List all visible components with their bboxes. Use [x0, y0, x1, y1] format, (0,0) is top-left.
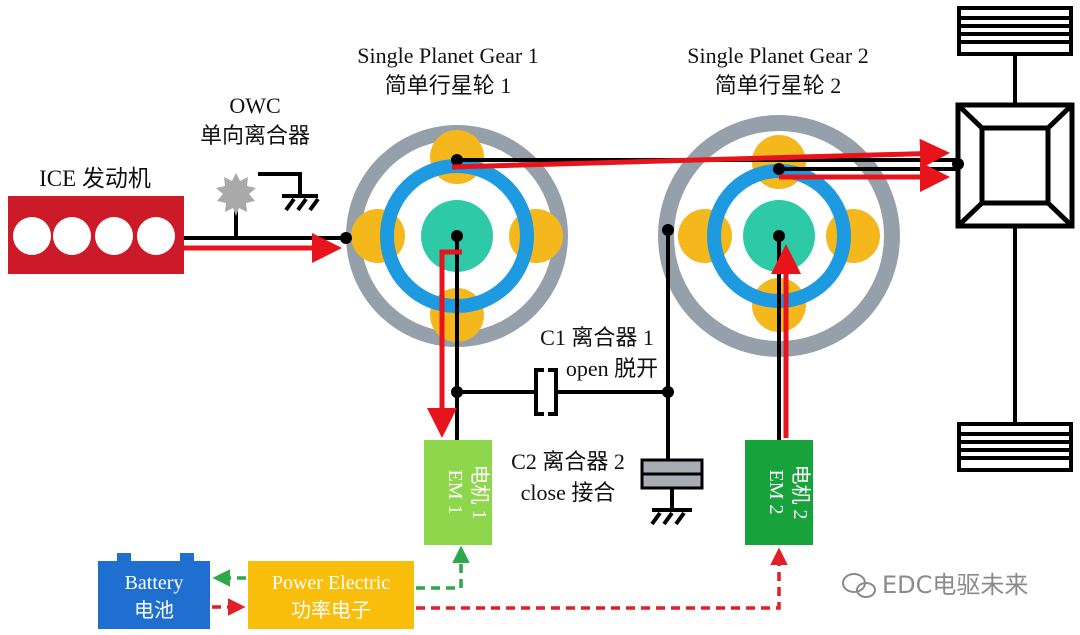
engine-block-icon — [8, 196, 184, 274]
clutch-icon — [534, 368, 558, 416]
wheel-icon — [957, 6, 1073, 56]
em2-box: EM 2 电机 2 — [745, 440, 813, 545]
em2-label-cn: 电机 2 — [789, 465, 812, 520]
ice-label: ICE 发动机 — [39, 166, 151, 191]
differential-icon — [955, 102, 1075, 229]
c1-label-line1: C1 离合器 1 — [540, 325, 654, 350]
power-flow — [184, 138, 950, 438]
battery-label-en: Battery — [125, 572, 184, 594]
power-electric-box: Power Electric 功率电子 — [248, 561, 414, 629]
watermark: EDC电驱未来 — [882, 571, 1028, 599]
owc-label-cn: 单向离合器 — [200, 123, 310, 148]
gear1-title-en: Single Planet Gear 1 — [357, 43, 538, 68]
wheel-icon — [957, 422, 1073, 472]
electric-flow-green — [212, 545, 470, 590]
owc-label-en: OWC — [229, 93, 280, 118]
gear2-title-en: Single Planet Gear 2 — [687, 43, 868, 68]
c2-label-line1: C2 离合器 2 — [511, 449, 625, 474]
wechat-icon — [842, 573, 876, 598]
em1-label-cn: 电机 1 — [468, 465, 491, 520]
ground-icon — [650, 488, 692, 526]
battery-label-cn: 电池 — [134, 599, 174, 622]
junction-dots — [340, 154, 964, 398]
battery-box: Battery 电池 — [98, 553, 210, 629]
gear2-title-cn: 简单行星轮 2 — [715, 73, 842, 98]
gear1-title-cn: 简单行星轮 1 — [385, 73, 512, 98]
brake-icon — [640, 458, 704, 490]
electric-flow-red — [212, 547, 788, 616]
em1-label-en: EM 1 — [444, 470, 466, 515]
c2-label-line2: close 接合 — [521, 480, 616, 505]
em2-label-en: EM 2 — [765, 470, 787, 515]
c1-label-line2: open 脱开 — [566, 356, 658, 381]
pe-label-en: Power Electric — [272, 572, 390, 594]
owc-gear-icon — [216, 173, 256, 216]
ground-icon — [258, 172, 320, 212]
pe-label-cn: 功率电子 — [291, 599, 371, 622]
em1-box: EM 1 电机 1 — [424, 440, 492, 545]
